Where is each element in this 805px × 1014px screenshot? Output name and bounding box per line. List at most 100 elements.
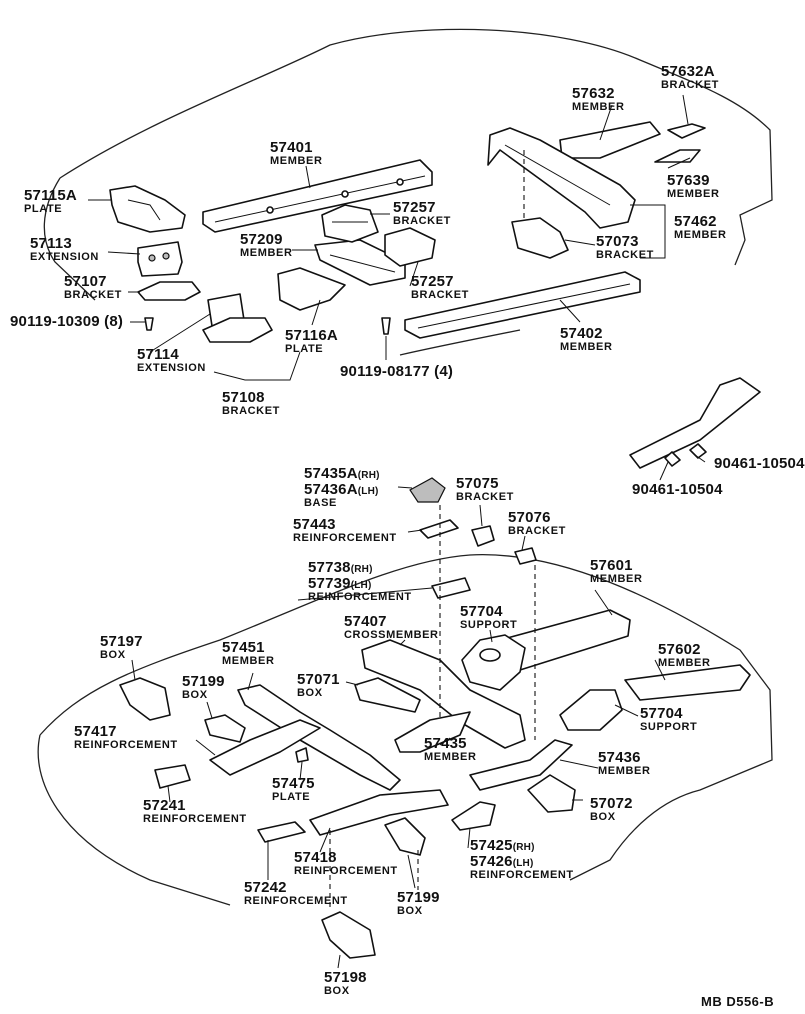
part-name: MEMBER bbox=[572, 101, 625, 113]
car-body-outline-top bbox=[43, 28, 773, 356]
part-number: 57073 bbox=[596, 233, 639, 250]
callout-57075: 57075 BRACKET bbox=[456, 476, 514, 503]
callout-90119-08177: 90119-08177 (4) bbox=[340, 364, 453, 379]
part-name: REINFORCEMENT bbox=[244, 895, 348, 907]
part-57257-bracket-a bbox=[321, 204, 379, 243]
callout-57076: 57076 BRACKET bbox=[508, 510, 566, 537]
part-name: REINFORCEMENT bbox=[293, 532, 397, 544]
part-number: 57402 bbox=[560, 325, 603, 342]
part-57073-bracket bbox=[511, 217, 569, 259]
part-number: 57197 bbox=[100, 633, 143, 650]
part-name: BRACKET bbox=[456, 491, 514, 503]
callout-57402: 57402 MEMBER bbox=[560, 326, 613, 353]
part-57075-bracket bbox=[471, 525, 495, 547]
part-number: 57425(RH) bbox=[470, 837, 535, 854]
part-rear-crossmember bbox=[487, 127, 636, 229]
part-right-inset-member bbox=[629, 377, 761, 469]
part-name: EXTENSION bbox=[137, 362, 206, 374]
part-name: MEMBER bbox=[674, 229, 727, 241]
callout-57426: 57426(LH) REINFORCEMENT bbox=[470, 854, 574, 881]
part-57407-crossmember bbox=[361, 639, 526, 749]
callout-57113: 57113 EXTENSION bbox=[30, 236, 99, 263]
part-name: BRACKET bbox=[596, 249, 654, 261]
part-name: REINFORCEMENT bbox=[308, 591, 412, 603]
callout-57435A: 57435A(RH) bbox=[304, 466, 380, 481]
part-name: BRACKET bbox=[222, 405, 280, 417]
callout-57601: 57601 MEMBER bbox=[590, 558, 643, 585]
callout-57197: 57197 BOX bbox=[100, 634, 143, 661]
part-57199-box-a bbox=[204, 714, 246, 743]
part-name: BRACKET bbox=[64, 289, 122, 301]
callout-90119-10309: 90119-10309 (8) bbox=[10, 314, 123, 329]
part-number: 57075 bbox=[456, 475, 499, 492]
part-number: 57107 bbox=[64, 273, 107, 290]
part-number: 57451 bbox=[222, 639, 265, 656]
part-57197-box bbox=[119, 677, 171, 721]
part-57113-extension bbox=[137, 241, 183, 277]
part-bolt-90119-08177 bbox=[381, 317, 391, 335]
part-name: MEMBER bbox=[270, 155, 323, 167]
part-number: 57417 bbox=[74, 723, 117, 740]
part-name: EXTENSION bbox=[30, 251, 99, 263]
part-name: MEMBER bbox=[667, 188, 720, 200]
part-number: 90119-10309 (8) bbox=[10, 313, 124, 330]
callout-57071: 57071 BOX bbox=[297, 672, 340, 699]
part-number: 57738(RH) bbox=[308, 559, 373, 576]
part-number: 57632 bbox=[572, 85, 615, 102]
part-number: 57418 bbox=[294, 849, 337, 866]
part-name: MEMBER bbox=[560, 341, 613, 353]
part-name: MEMBER bbox=[590, 573, 643, 585]
part-name: BRACKET bbox=[411, 289, 469, 301]
callout-90461-10504-b: 90461-10504 bbox=[632, 482, 723, 497]
part-57738-reinforcement bbox=[431, 577, 471, 599]
part-57199-box-b bbox=[384, 817, 426, 856]
part-number: 57739(LH) bbox=[308, 575, 372, 592]
part-number: 90461-10504 bbox=[632, 481, 723, 498]
part-name: SUPPORT bbox=[460, 619, 518, 631]
callout-57738: 57738(RH) bbox=[308, 560, 373, 575]
part-number: 57435A(RH) bbox=[304, 465, 380, 482]
callout-57108: 57108 BRACKET bbox=[222, 390, 280, 417]
part-number: 57242 bbox=[244, 879, 287, 896]
callout-57209: 57209 MEMBER bbox=[240, 232, 293, 259]
part-number: 57114 bbox=[137, 346, 179, 363]
part-number: 57602 bbox=[658, 641, 701, 658]
callout-57199-a: 57199 BOX bbox=[182, 674, 225, 701]
callout-57107: 57107 BRACKET bbox=[64, 274, 122, 301]
leader-lines bbox=[88, 94, 706, 969]
part-number: 57115A bbox=[24, 187, 77, 204]
part-name: CROSSMEMBER bbox=[344, 629, 439, 641]
part-57425-reinforcement bbox=[451, 801, 496, 831]
part-number: 57116A bbox=[285, 327, 338, 344]
part-name: REINFORCEMENT bbox=[74, 739, 178, 751]
part-bolt-90119-10309 bbox=[144, 317, 154, 331]
part-57704-support-b bbox=[559, 689, 623, 731]
callout-57257-a: 57257 BRACKET bbox=[393, 200, 451, 227]
callout-57241: 57241 REINFORCEMENT bbox=[143, 798, 247, 825]
callout-90461-10504-a: 90461-10504 bbox=[714, 456, 805, 471]
part-number: 57632A bbox=[661, 63, 715, 80]
part-number: 57436 bbox=[598, 749, 641, 766]
part-name: REINFORCEMENT bbox=[470, 869, 574, 881]
callout-57435: 57435 MEMBER bbox=[424, 736, 477, 763]
callout-57704-a: 57704 SUPPORT bbox=[460, 604, 517, 631]
part-number: 57071 bbox=[297, 671, 340, 688]
callout-57451: 57451 MEMBER bbox=[222, 640, 275, 667]
callout-57418: 57418 REINFORCEMENT bbox=[294, 850, 398, 877]
callout-57425: 57425(RH) bbox=[470, 838, 535, 853]
part-name: BOX bbox=[397, 905, 423, 917]
part-name: MEMBER bbox=[658, 657, 711, 669]
part-number: 90461-10504 bbox=[714, 455, 805, 472]
part-57115A-plate bbox=[109, 185, 186, 233]
part-57076-bracket bbox=[514, 547, 537, 565]
part-57436-member bbox=[469, 739, 573, 791]
part-57198-box bbox=[321, 911, 376, 959]
part-name: BOX bbox=[297, 687, 323, 699]
part-name: PLATE bbox=[272, 791, 311, 803]
part-number: 57601 bbox=[590, 557, 633, 574]
part-57632A-bracket bbox=[667, 123, 706, 139]
part-number: 57113 bbox=[30, 235, 72, 252]
part-57107-bracket bbox=[137, 281, 201, 301]
callout-57739: 57739(LH) REINFORCEMENT bbox=[308, 576, 412, 603]
